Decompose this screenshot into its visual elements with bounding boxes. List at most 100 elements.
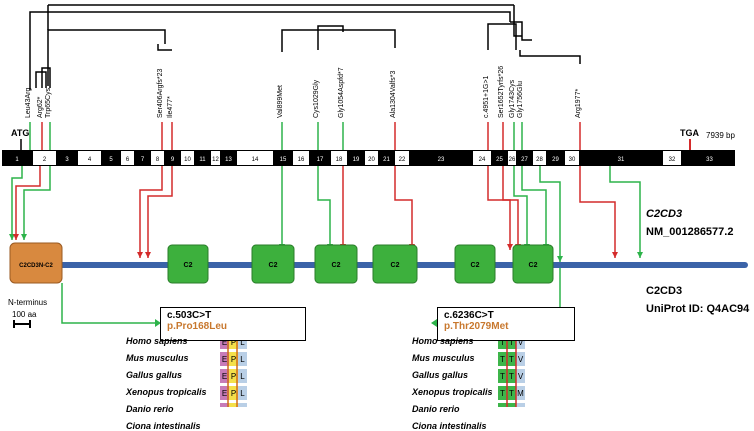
protein-name: C2CD3 xyxy=(646,285,682,297)
alignment-residue: T xyxy=(509,338,514,347)
exon-number: 21 xyxy=(383,157,390,163)
variant-label: Arg62* xyxy=(37,96,44,118)
exon-number: 27 xyxy=(521,157,528,163)
species-name: Ciona intestinalis xyxy=(126,421,201,431)
variant-label: Ile477* xyxy=(167,96,174,118)
species-name: Danio rerio xyxy=(126,404,174,414)
c2-domain xyxy=(512,244,554,284)
arrow-arg62-head xyxy=(13,234,19,240)
alignment-cell xyxy=(238,335,247,349)
arrow-arg1977-head xyxy=(612,252,618,258)
alignment-cell xyxy=(507,335,516,349)
exon-8 xyxy=(151,151,164,165)
variant-label: Ser406Argfs*23 xyxy=(157,68,164,118)
exon-number: 2 xyxy=(43,157,47,163)
alignment-residue: E xyxy=(222,389,227,398)
exon-number: 30 xyxy=(569,157,576,163)
exon-number: 7 xyxy=(141,157,145,163)
c2cd3n-c2-domain xyxy=(9,242,63,284)
exon-number: 28 xyxy=(536,157,543,163)
callout-left-protein: p.Pro168Leu xyxy=(167,321,228,332)
alignment-cell xyxy=(220,386,229,400)
exon-number: 29 xyxy=(552,157,559,163)
exon-number: 18 xyxy=(336,157,343,163)
exon-number: 26 xyxy=(509,157,516,163)
alignment-cell xyxy=(498,369,507,383)
variant-label: Ala1304Valfs*3 xyxy=(390,71,397,118)
exon-number: 15 xyxy=(280,157,287,163)
alignment-residue: L xyxy=(240,389,245,398)
exon-number: 6 xyxy=(126,157,130,163)
arrow-c-term xyxy=(609,166,641,258)
arrow-trp65cys-head xyxy=(21,234,27,240)
alignment-residue: T xyxy=(500,389,505,398)
exon-number: 11 xyxy=(199,157,206,163)
arrow-gly1743 xyxy=(513,166,528,250)
alignment-cell xyxy=(220,335,229,349)
alignment-residue: P xyxy=(231,372,236,381)
alignment-residue: E xyxy=(222,355,227,364)
alignment-cell xyxy=(507,386,516,400)
alignment-residue: T xyxy=(509,389,514,398)
alignment-cell xyxy=(516,335,525,349)
arrow-thr2079 xyxy=(539,166,561,262)
exon-22 xyxy=(395,151,409,165)
arrow-ile477 xyxy=(147,166,173,258)
exon-10 xyxy=(181,151,194,165)
callout-right-cdna: c.6236C>T xyxy=(444,310,494,321)
variant-label: Gly1743Cys xyxy=(509,79,516,118)
alignment-cell xyxy=(229,369,238,383)
variant-label: Val899Met xyxy=(277,85,284,118)
exon-2 xyxy=(33,151,56,165)
callout-right-protein: p.Thr2079Met xyxy=(444,321,509,332)
species-name: Mus musculus xyxy=(412,353,475,363)
alignment-residue: L xyxy=(240,372,245,381)
alignment-cell xyxy=(507,369,516,383)
arrow-cys1029 xyxy=(317,166,331,250)
callout-box-left: c.503C>T p.Pro168Leu xyxy=(160,307,306,341)
exon-number: 25 xyxy=(496,157,503,163)
callout-arrow-left xyxy=(155,319,161,327)
alignment-cell xyxy=(229,335,238,349)
callout-left-cdna: c.503C>T xyxy=(167,310,212,321)
alignment-cell xyxy=(238,386,247,400)
alignment-cell xyxy=(220,352,229,366)
alignment-residue: T xyxy=(509,355,514,364)
exon-number: 9 xyxy=(171,157,175,163)
alignment-residue: T xyxy=(500,338,505,347)
alignment-cell xyxy=(220,403,229,407)
alignment-cell xyxy=(238,403,247,407)
exon-number: 12 xyxy=(212,157,219,163)
exon-number: 22 xyxy=(399,157,406,163)
alignment-cell xyxy=(516,369,525,383)
arrow-ser406 xyxy=(139,166,163,258)
arrow-leu43arg xyxy=(11,166,23,240)
variant-label: Gly1756Glu xyxy=(517,81,524,118)
alignment-cell xyxy=(507,403,516,407)
exon-number: 14 xyxy=(252,157,259,163)
exon-24 xyxy=(473,151,491,165)
species-name: Mus musculus xyxy=(126,353,189,363)
exon-28 xyxy=(533,151,546,165)
gene-name: C2CD3 xyxy=(646,208,682,220)
exon-number: 3 xyxy=(65,157,69,163)
variant-label: Arg1977* xyxy=(575,89,582,118)
species-name: Xenopus tropicalis xyxy=(126,387,207,397)
exon-number: 13 xyxy=(225,157,232,163)
alignment-cell xyxy=(238,369,247,383)
species-name: Homo sapiens xyxy=(412,336,474,346)
c2-domain-label: C2 xyxy=(184,262,193,269)
alignment-residue: L xyxy=(240,355,245,364)
callout-box-right: c.6236C>T p.Thr2079Met xyxy=(437,307,575,341)
c2-domain xyxy=(251,244,295,284)
c2-domain xyxy=(454,244,496,284)
exon-18 xyxy=(331,151,347,165)
exon-number: 8 xyxy=(156,157,160,163)
alignment-cell xyxy=(516,403,525,407)
variant-label: Cys1029Gly xyxy=(313,79,320,118)
tga-label: TGA xyxy=(680,128,699,138)
arrow-ser1652 xyxy=(502,166,519,250)
alignment-cell xyxy=(507,352,516,366)
c2-domain-label: C2 xyxy=(471,262,480,269)
